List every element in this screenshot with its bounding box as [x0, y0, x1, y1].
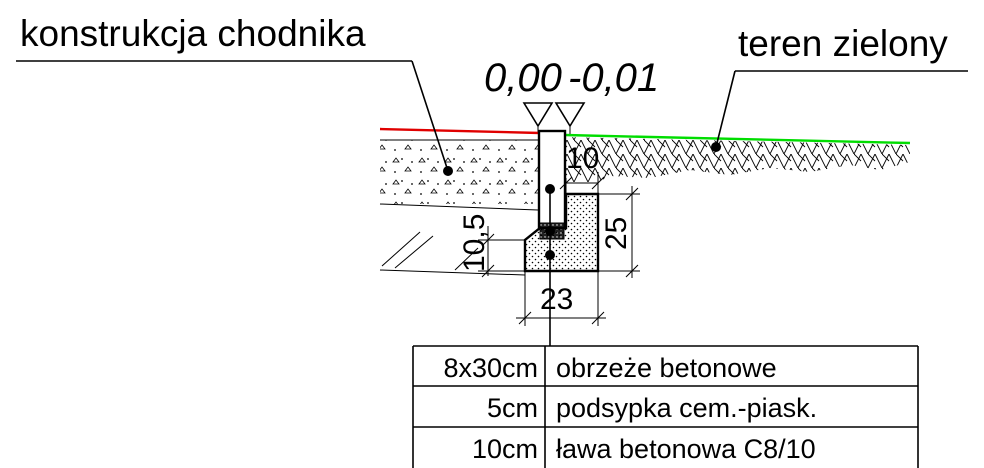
leader-dot-bedding	[545, 226, 555, 236]
leader-green	[715, 70, 736, 148]
leader-dot-bench	[545, 250, 555, 260]
label-sidewalk-construction: konstrukcja chodnika	[20, 13, 366, 54]
legend-row-2-size: 5cm	[487, 393, 538, 423]
elevation-marker-right	[554, 102, 586, 128]
legend-table: 8x30cm obrzeże betonowe 5cm podsypka cem…	[412, 345, 919, 468]
leader-sidewalk	[411, 60, 449, 172]
concrete-edging	[537, 129, 567, 229]
legend-row-2-description: podsypka cem.-piask.	[556, 393, 817, 423]
concrete-bench	[523, 192, 600, 273]
dim-10-5-label: 10,5	[458, 214, 491, 272]
dim-10-label: 10	[566, 142, 599, 175]
elevation-marker-left	[522, 102, 554, 128]
legend-row-3-description: ława betonowa C8/10	[556, 434, 816, 464]
legend-row-3-size: 10cm	[472, 434, 538, 464]
leader-dot-sidewalk	[443, 166, 453, 176]
leader-dot-edging	[545, 184, 555, 194]
label-green-area: teren zielony	[738, 23, 948, 64]
dim-23-label: 23	[540, 283, 573, 316]
legend-row-1-description: obrzeże betonowe	[556, 353, 777, 383]
elevation-right: -0,01	[568, 56, 659, 100]
green-area-surface-line	[564, 133, 911, 145]
leader-dot-green	[711, 142, 721, 152]
sidewalk-surface-line	[379, 127, 541, 135]
dim-25-label: 25	[600, 217, 633, 250]
green-area-soil-hatch	[566, 137, 910, 182]
legend-row-1-size: 8x30cm	[443, 353, 538, 383]
sidewalk-base-hatch	[380, 140, 538, 204]
elevation-left: 0,00	[484, 56, 562, 100]
